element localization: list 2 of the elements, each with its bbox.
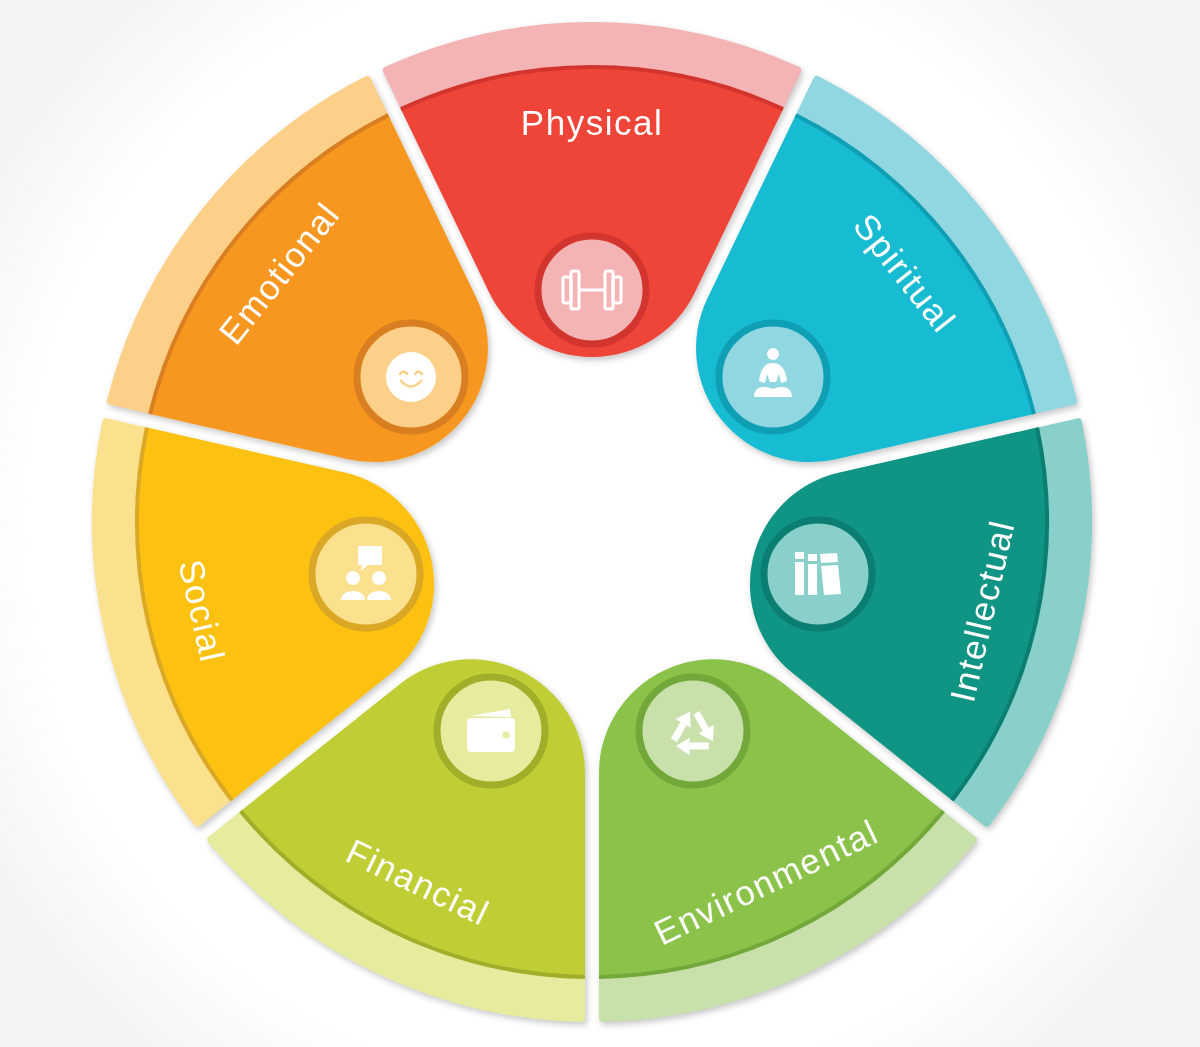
segment-label: Social	[173, 556, 231, 666]
segment-label: Physical	[520, 104, 664, 140]
